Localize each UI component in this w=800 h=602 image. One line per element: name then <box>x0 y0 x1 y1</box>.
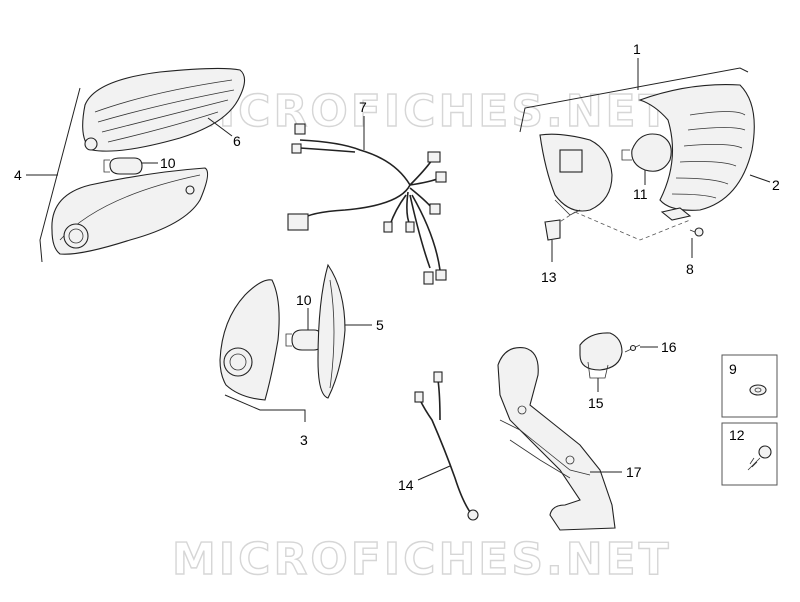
leader-6 <box>207 117 233 137</box>
watermark-top: MICROFICHES.NET <box>172 86 672 137</box>
bracket-1 <box>519 58 749 133</box>
mounting-clip <box>544 219 561 241</box>
callout-3: 3 <box>300 432 308 448</box>
plate-light-wire <box>414 371 479 521</box>
bracket-4 <box>39 87 81 263</box>
rear-indicator-housing <box>219 279 280 401</box>
callout-2: 2 <box>772 177 780 193</box>
inset-box-9 <box>721 354 778 418</box>
callout-10-front: 10 <box>160 155 176 171</box>
callout-10-rear: 10 <box>296 292 312 308</box>
leader-14 <box>417 465 451 481</box>
wiring-harness <box>287 116 447 285</box>
tail-screw <box>689 227 704 237</box>
callout-11: 11 <box>633 186 648 202</box>
bulb-front <box>103 157 143 175</box>
rear-indicator-lens <box>317 263 346 399</box>
callout-12: 12 <box>729 427 745 443</box>
plate-light-screw <box>624 344 641 353</box>
indicator-lens <box>82 67 246 152</box>
callout-17: 17 <box>626 464 642 480</box>
bracket-3 <box>224 394 306 422</box>
callout-4: 4 <box>14 167 22 183</box>
tail-light-assembly <box>519 58 771 262</box>
tail-light-holder <box>539 133 613 216</box>
callout-5: 5 <box>376 317 384 333</box>
plate-light <box>579 332 623 379</box>
callout-13: 13 <box>541 269 557 285</box>
tail-bulb <box>621 133 672 172</box>
tail-lens <box>638 84 755 221</box>
rear-indicator-assembly <box>219 263 372 422</box>
callout-6: 6 <box>233 133 241 149</box>
license-plate-holder <box>497 347 616 531</box>
indicator-housing <box>51 167 209 255</box>
callout-1: 1 <box>633 41 641 57</box>
front-indicator-assembly <box>26 67 246 263</box>
callout-7: 7 <box>359 99 367 115</box>
callout-14: 14 <box>398 477 414 493</box>
watermark-bottom: MICROFICHES.NET <box>172 534 672 585</box>
callout-16: 16 <box>661 339 677 355</box>
bulb-rear <box>285 329 323 351</box>
callout-15: 15 <box>588 395 604 411</box>
callout-8: 8 <box>686 261 694 277</box>
inset-box-12 <box>721 422 778 486</box>
leader-2 <box>749 174 771 183</box>
callout-9: 9 <box>729 361 737 377</box>
